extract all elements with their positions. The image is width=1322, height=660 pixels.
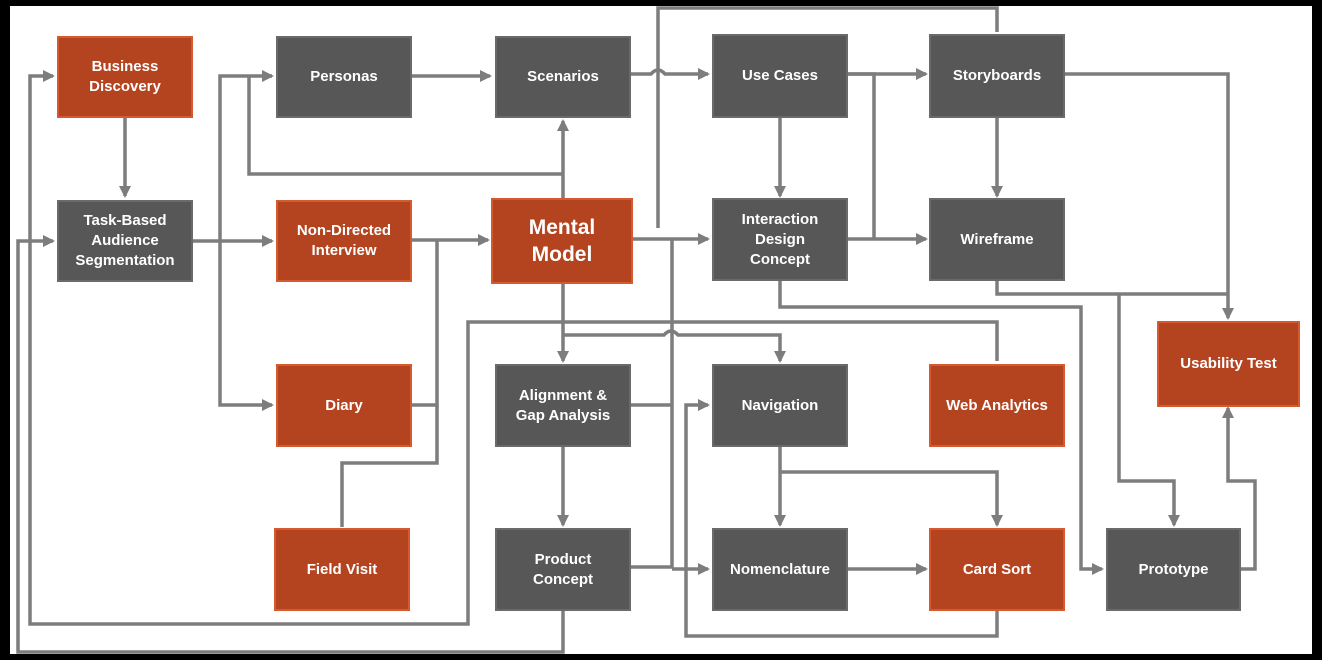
node-non-directed-interview[interactable]: Non-Directed Interview [276,200,412,282]
connector-top-loop [656,6,999,228]
node-field-visit[interactable]: Field Visit [274,528,410,611]
connector-wireframe-to-prototype [1117,294,1180,527]
connector-cardsort-to-navigation [684,399,999,638]
node-label: Navigation [741,396,819,414]
node-nomenclature[interactable]: Nomenclature [712,528,848,611]
node-label: Usability Test [1180,355,1277,372]
connector-product-to-segmentation [16,235,565,654]
connector-mentalmodel-down [631,239,674,569]
node-scenarios[interactable]: Scenarios [495,36,631,118]
node-usability-test[interactable]: Usability Test [1157,321,1300,407]
node-label: Wireframe [960,230,1034,248]
node-label: Interaction Design Concept [741,210,819,268]
connector-diary-feed [412,240,439,407]
node-use-cases[interactable]: Use Cases [712,34,848,118]
node-label: Nomenclature [729,560,831,578]
node-label: Web Analytics [946,396,1048,414]
diagram-background [10,6,1312,654]
node-product-concept[interactable]: Product Concept [495,528,631,611]
connector-wireframe-to-usability [995,281,1228,296]
node-label: Mental Model [528,216,596,266]
connector-to-personas [218,70,274,241]
node-diary[interactable]: Diary [276,364,412,447]
node-wireframe[interactable]: Wireframe [929,198,1065,281]
node-label: Personas [310,68,378,85]
node-interaction-design-concept[interactable]: Interaction Design Concept [712,198,848,281]
node-label: Use Cases [742,67,818,84]
node-label: Diary [325,396,363,414]
connector-to-diary [218,241,274,411]
connector-usecases-idc-link [848,72,876,239]
connector-fieldvisit-feed [340,405,439,527]
node-task-based-audience-segmentation[interactable]: Task-Based Audience Segmentation [57,200,193,282]
connector-scenarios-to-usecases [631,68,710,80]
node-storyboards[interactable]: Storyboards [929,34,1065,118]
node-card-sort[interactable]: Card Sort [929,528,1065,611]
node-label: Business Discovery [89,58,161,95]
node-business-discovery[interactable]: Business Discovery [57,36,193,118]
node-label: Prototype [1138,560,1209,578]
node-web-analytics[interactable]: Web Analytics [929,364,1065,447]
node-label: Alignment & Gap Analysis [515,386,611,424]
node-navigation[interactable]: Navigation [712,364,848,447]
connector-navigation-to-cardsort [780,470,1003,527]
node-label: Task-Based Audience Segmentation [75,212,175,269]
connector-mentalmodel-to-personas [247,76,563,176]
connector-webanalytics [28,70,999,626]
node-personas[interactable]: Personas [276,36,412,118]
node-label: Product Concept [533,550,593,588]
node-label: Field Visit [306,560,378,578]
connector-prototype-to-usability [1222,406,1257,571]
node-label: Non-Directed Interview [296,222,392,259]
connector-storyboards-to-usability [1065,72,1234,320]
connector-idc-to-prototype [778,281,1104,575]
node-label: Card Sort [962,560,1032,578]
node-label: Scenarios [527,68,599,85]
node-prototype[interactable]: Prototype [1106,528,1241,611]
node-alignment-gap-analysis[interactable]: Alignment & Gap Analysis [495,364,631,447]
node-label: Storyboards [952,67,1042,84]
node-mental-model[interactable]: Mental Model [491,198,633,284]
